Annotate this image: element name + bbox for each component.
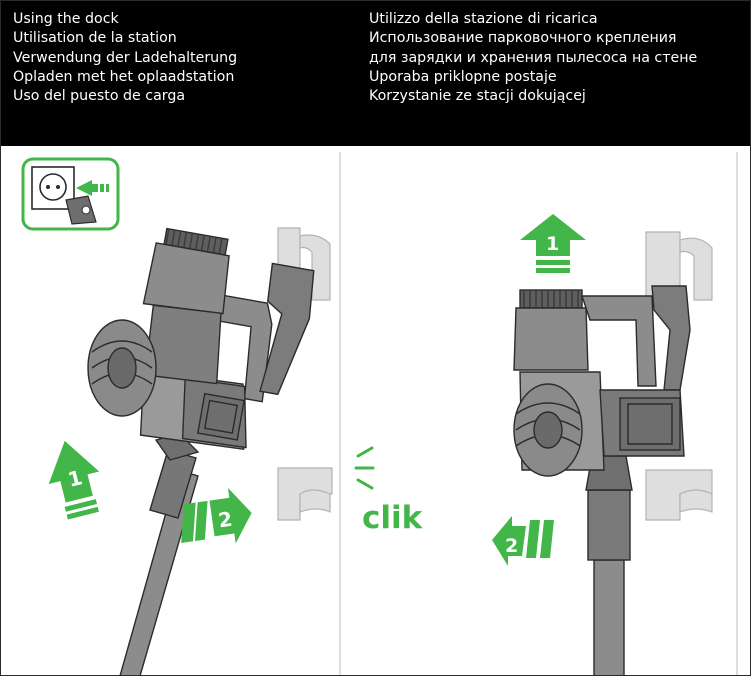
title-line-german: Verwendung der Ladehalterung — [13, 49, 238, 66]
vacuum-body-left — [139, 227, 315, 451]
title-column-left: Using the dock Utilisation de la station… — [13, 10, 237, 106]
step-one-label-right: 1 — [546, 233, 559, 255]
title-line-polish: Korzystanie ze stacji dokującej — [369, 88, 586, 105]
step-two-label-left: 2 — [217, 507, 234, 533]
step-one-label-left: 1 — [65, 465, 84, 492]
step-two-label-right: 2 — [505, 535, 518, 557]
plug-socket-icon — [21, 157, 120, 231]
title-line-russian-1: Использование парковочного крепления — [369, 30, 677, 47]
title-line-dutch: Opladen met het oplaadstation — [13, 68, 235, 85]
title-line-spanish: Uso del puesto de carga — [13, 88, 186, 105]
header-banner: Using the dock Utilisation de la station… — [0, 0, 751, 146]
wand-tube-left — [119, 433, 200, 676]
title-line-italian: Utilizzo della stazione di ricarica — [369, 11, 598, 27]
step-one-arrow-left: 1 — [48, 440, 100, 520]
cyclone-left — [87, 319, 157, 417]
title-line-slovenian: Uporaba priklopne postaje — [369, 68, 557, 85]
title-column-right: Utilizzo della stazione di ricarica Испо… — [369, 10, 697, 106]
title-line-french: Utilisation de la station — [13, 30, 177, 47]
wall-dock-right — [645, 231, 713, 521]
title-line-english: Using the dock — [13, 11, 119, 27]
cyclone-right — [513, 383, 583, 477]
title-line-russian-2: для зарядки и хранения пылесоса на стене — [369, 49, 698, 66]
clik-sound-label: clik — [362, 500, 423, 536]
step-two-arrow-right: 2 — [492, 516, 554, 566]
step-one-arrow-right: 1 — [520, 214, 586, 273]
click-sound-marks — [354, 446, 375, 490]
step-two-arrow-left: 2 — [181, 487, 252, 544]
dock-illustration: 1 2 — [21, 152, 738, 676]
